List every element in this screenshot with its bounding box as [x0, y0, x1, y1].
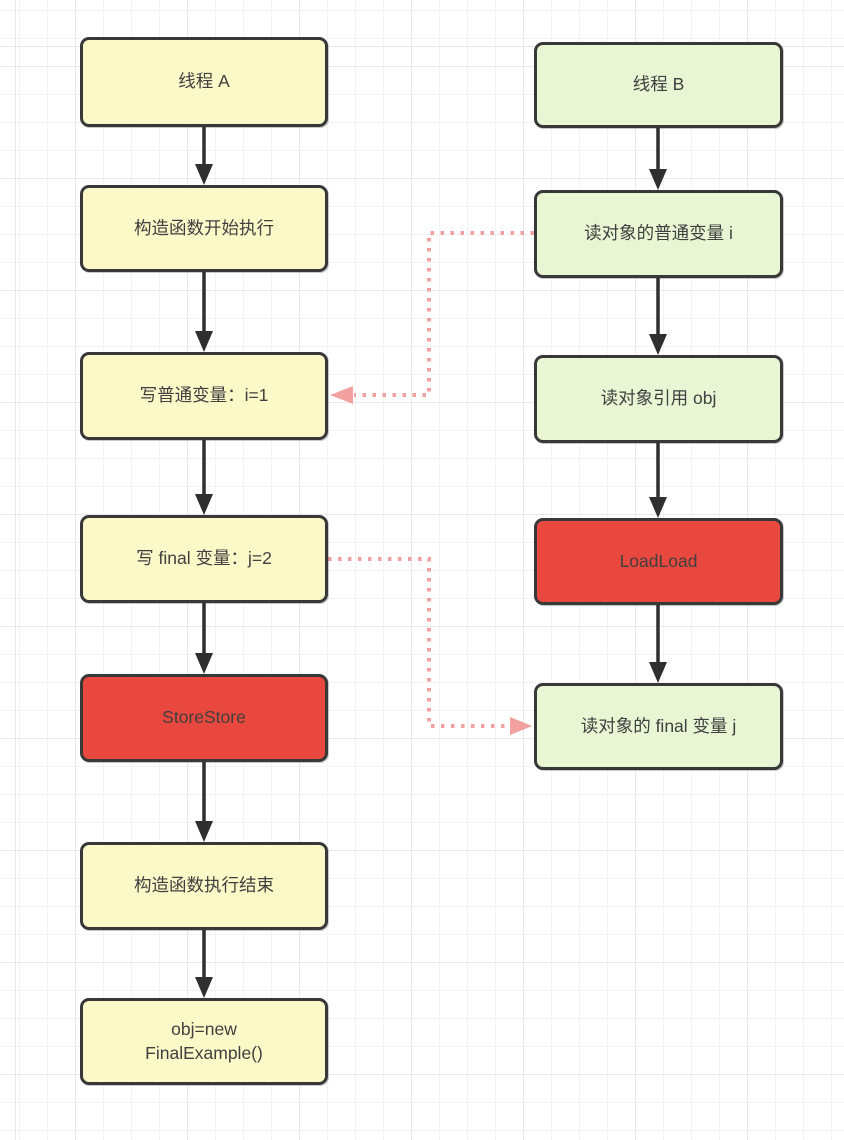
flow-arrow-a4-a5 — [195, 603, 213, 674]
flow-arrow-a3-a4 — [195, 440, 213, 515]
flow-arrow-b3-b4 — [649, 443, 667, 518]
node-label: obj=new FinalExample() — [145, 1018, 263, 1063]
node-label: 写 final 变量：j=2 — [136, 548, 272, 569]
node-label: 构造函数执行结束 — [134, 875, 274, 896]
node-constructor-start: 构造函数开始执行 — [80, 185, 328, 272]
node-label: StoreStore — [162, 707, 246, 728]
node-label: 读对象的普通变量 i — [584, 223, 733, 244]
node-read-obj-ref: 读对象引用 obj — [534, 355, 783, 443]
flow-arrow-b4-b5 — [649, 605, 667, 683]
node-write-final-var: 写 final 变量：j=2 — [80, 515, 328, 603]
node-label: 写普通变量：i=1 — [139, 385, 269, 406]
node-constructor-end: 构造函数执行结束 — [80, 842, 328, 930]
flow-arrow-b1-b2 — [649, 128, 667, 190]
node-obj-new-finalexample: obj=new FinalExample() — [80, 998, 328, 1085]
flow-arrow-a6-a7 — [195, 930, 213, 998]
node-label: 线程 B — [632, 74, 685, 95]
flow-arrow-a2-a3 — [195, 272, 213, 352]
node-label: 线程 A — [178, 71, 230, 92]
node-write-normal-var: 写普通变量：i=1 — [80, 352, 328, 440]
flow-arrow-b2-b3 — [649, 278, 667, 355]
node-loadload-barrier: LoadLoad — [534, 518, 783, 605]
node-label: LoadLoad — [619, 550, 698, 571]
dotted-link-write-final-to-read-final — [328, 557, 532, 735]
node-thread-b: 线程 B — [534, 42, 783, 128]
node-thread-a: 线程 A — [80, 37, 328, 127]
node-read-normal-var: 读对象的普通变量 i — [534, 190, 783, 278]
node-label: 读对象的 final 变量 j — [580, 715, 737, 736]
flow-arrow-a5-a6 — [195, 762, 213, 842]
node-label: 读对象引用 obj — [600, 388, 717, 409]
dotted-link-read-normal-to-write-normal — [330, 231, 534, 404]
flow-arrow-a1-a2 — [195, 127, 213, 185]
node-storestore-barrier: StoreStore — [80, 674, 328, 762]
node-label: 构造函数开始执行 — [134, 217, 274, 238]
node-read-final-var: 读对象的 final 变量 j — [534, 683, 783, 770]
